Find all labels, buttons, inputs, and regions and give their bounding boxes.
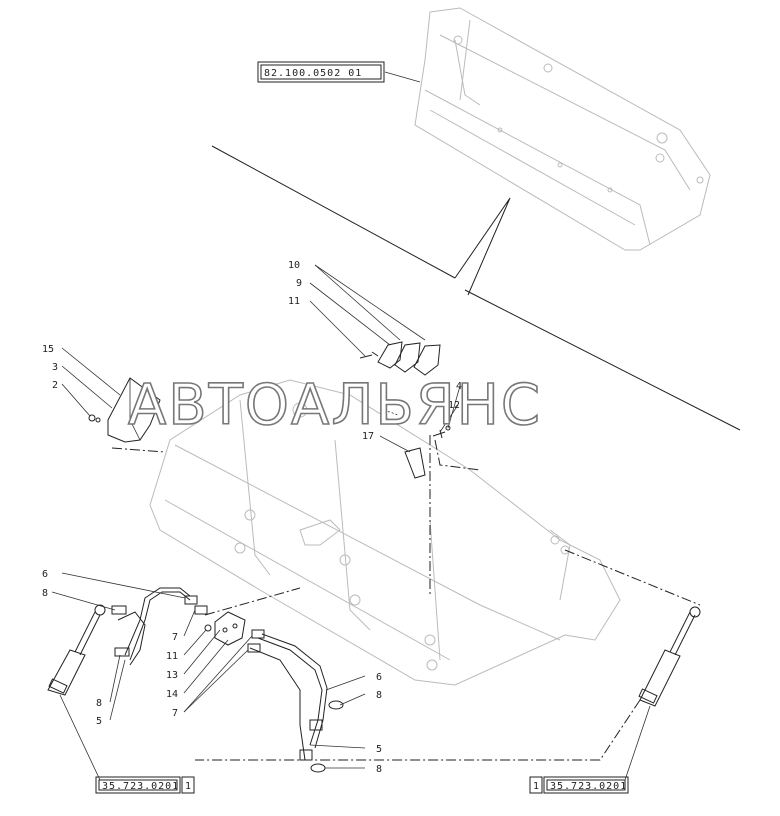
callout-8: 8 (376, 764, 382, 775)
frame-illustration (149, 379, 621, 686)
callout-8: 8 (96, 698, 102, 709)
seal-8 (310, 763, 326, 773)
separator-line (464, 289, 741, 431)
callout-11: 11 (288, 296, 300, 307)
reference-cylinder-left-suffix: 1 (185, 781, 192, 792)
fitting-11 (204, 624, 212, 632)
callout-15: 15 (42, 344, 54, 355)
reference-cylinder-left-label: 35.723.0201 (102, 781, 179, 792)
leader-lines (51, 71, 651, 781)
centerline (204, 587, 301, 616)
callout-7: 7 (172, 708, 178, 719)
callout-8: 8 (42, 588, 48, 599)
reference-cylinder-right[interactable]: 1 35.723.0201 (529, 776, 629, 794)
centerline (195, 699, 641, 761)
pin-4 (445, 425, 451, 431)
washer-2 (95, 417, 101, 423)
guard-plate (107, 377, 161, 443)
callout-5: 5 (376, 744, 382, 755)
callout-12: 12 (448, 400, 460, 411)
callout-7: 7 (172, 632, 178, 643)
callout-6: 6 (42, 569, 48, 580)
callout-10: 10 (288, 260, 300, 271)
reference-cylinder-right-label: 35.723.0201 (550, 781, 627, 792)
callout-14: 14 (166, 689, 178, 700)
clip-17 (404, 447, 426, 479)
bolt-2 (88, 414, 96, 422)
callout-5: 5 (96, 716, 102, 727)
callout-8: 8 (376, 690, 382, 701)
reference-cylinder-left[interactable]: 35.723.0201 1 (95, 776, 195, 794)
centerline (564, 549, 701, 606)
centerline (434, 439, 481, 471)
wear-pads (377, 341, 441, 376)
hose-assembly-left (111, 587, 208, 666)
bucket-illustration (414, 7, 711, 251)
cylinder-right (638, 606, 701, 707)
callout-13: 13 (166, 670, 178, 681)
cylinder-left (47, 604, 106, 696)
bolt-11 (359, 351, 379, 359)
hose-assembly-right (247, 629, 328, 761)
seal-8 (328, 700, 344, 710)
callout-17: 17 (362, 431, 374, 442)
callout-11: 11 (166, 651, 178, 662)
reference-bucket[interactable]: 82.100.0502 01 (257, 61, 385, 83)
callout-4: 4 (456, 381, 462, 392)
reference-cylinder-right-prefix: 1 (533, 781, 540, 792)
callout-6: 6 (376, 672, 382, 683)
zoom-pointer (454, 197, 511, 296)
callout-3: 3 (52, 362, 58, 373)
callout-9: 9 (296, 278, 302, 289)
callout-2: 2 (52, 380, 58, 391)
tee-block (214, 611, 246, 646)
reference-bucket-label: 82.100.0502 01 (264, 68, 362, 79)
separator-line (211, 145, 456, 279)
watermark: АВТОАЛЬЯНС (128, 373, 542, 438)
centerline (111, 447, 166, 453)
